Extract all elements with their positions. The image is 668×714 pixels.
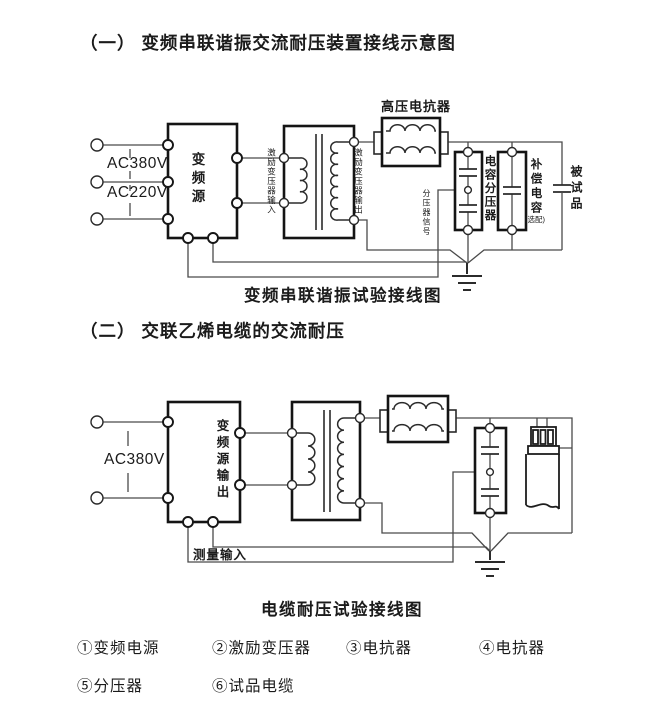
label-ac220v-circuit1: AC220V [107, 184, 168, 201]
section1-heading: （一） 变频串联谐振交流耐压装置接线示意图 [80, 33, 456, 53]
label-measure-input: 测量输入 [193, 548, 248, 562]
label-hv-reactor: 高压电抗器 [381, 99, 452, 114]
divider-tap-terminal [485, 467, 495, 477]
circuit2-terminals [90, 412, 496, 528]
circuit2-excitation-transformer [290, 400, 362, 522]
primary-coil [292, 432, 316, 486]
circuit2-bottom-wires [187, 471, 572, 563]
label-transformer-input: 激励变压器输入 [266, 148, 277, 215]
circuit1-link-wires [237, 157, 284, 204]
circuit2-frequency-source-box [166, 400, 242, 524]
label-ac380v-circuit2: AC380V [104, 451, 165, 468]
circuit2-reactor [379, 394, 457, 444]
legend-item-3: ③电抗器 [346, 640, 413, 657]
label-ac380v-circuit1: AC380V [107, 155, 168, 172]
circuit1-schematic [90, 116, 571, 291]
label-frequency-source: 变频源 [189, 152, 205, 208]
divider-tap-terminal [463, 185, 473, 195]
circuit1-hv-reactor [373, 116, 449, 168]
circuit2-ground-symbol [475, 551, 505, 577]
circuit2-link-wires [240, 432, 292, 486]
circuit1-bottom-wires [187, 189, 562, 278]
circuit2-caption: 电缆耐压试验接线图 [261, 601, 423, 619]
circuit1-excitation-transformer [282, 124, 356, 240]
section2-heading: （二） 交联乙烯电缆的交流耐压 [80, 321, 345, 341]
secondary-coil [336, 417, 360, 504]
circuit2-input-wires [103, 421, 168, 499]
circuit1-terminals [90, 136, 518, 244]
label-comp-cap-optional: (选配) [525, 215, 545, 224]
legend-item-6: ⑥试品电缆 [212, 678, 295, 695]
circuit1-cap-divider [453, 150, 484, 232]
label-cap-divider: 电容分压器 [483, 155, 496, 223]
circuit1-test-object [553, 184, 571, 250]
circuit1-caption: 变频串联谐振试验接线图 [244, 287, 442, 305]
legend-item-4: ④电抗器 [479, 640, 546, 657]
primary-coil [284, 157, 308, 204]
label-frequency-source-output: 变频源输出 [214, 419, 229, 502]
legend-item-5: ⑤分压器 [77, 678, 144, 695]
circuit2-schematic [90, 394, 573, 577]
label-divider-signal: 分压器信号 [422, 189, 431, 237]
circuit1-ground-symbol [452, 263, 482, 291]
legend-item-1: ①变频电源 [77, 640, 160, 657]
circuit1-input-wires [103, 144, 168, 220]
circuit1-compensation-cap [496, 150, 528, 232]
legend-item-2: ②激励变压器 [212, 640, 312, 657]
label-compensation-cap: 补偿电容 [529, 158, 542, 216]
secondary-coil [330, 141, 354, 221]
circuit2-test-cable [525, 426, 560, 510]
circuit2-voltage-divider [473, 426, 508, 515]
label-test-object: 被试品 [569, 165, 583, 213]
label-transformer-output: 激励变压器输出 [353, 148, 364, 215]
circuit1-frequency-source-box [166, 122, 239, 240]
